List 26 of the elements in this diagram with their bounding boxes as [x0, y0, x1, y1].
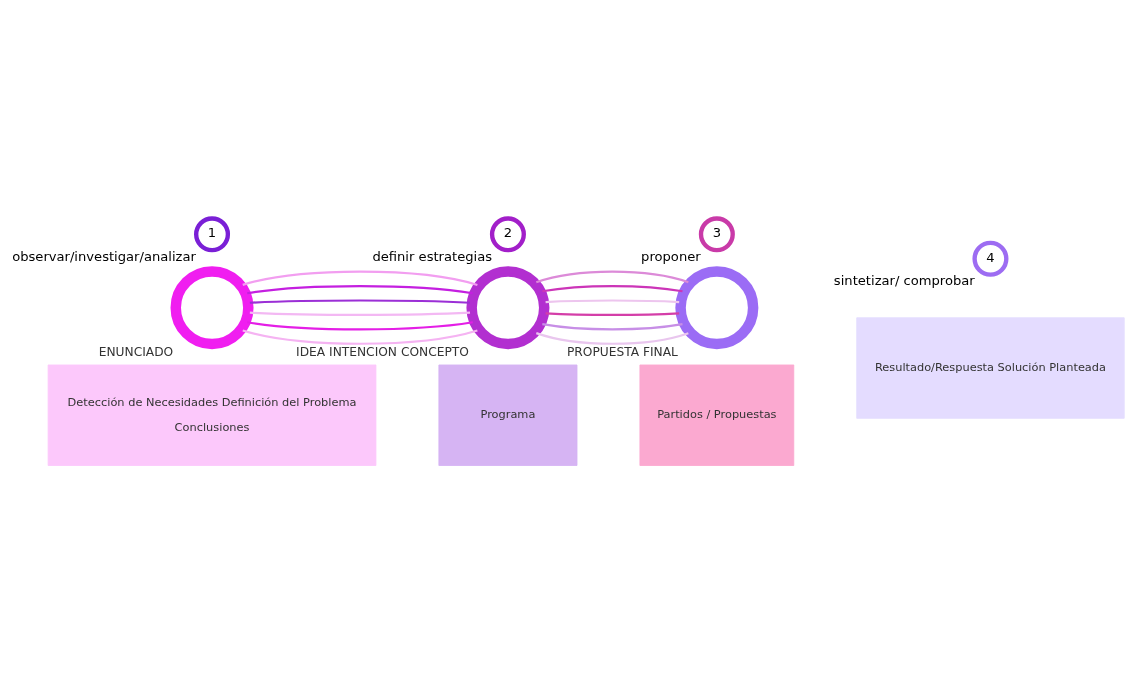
- connector: [545, 298, 680, 303]
- node-label: PROPUESTA FINAL: [566, 344, 678, 359]
- connector: [536, 270, 689, 283]
- node-label: proponer: [641, 248, 701, 264]
- node-box: Detección de Necesidades Definición del Problema Conclusiones: [47, 364, 377, 466]
- connector: [249, 298, 471, 304]
- node-box: Programa: [438, 364, 578, 466]
- node-circle: 3: [698, 215, 735, 252]
- connector: [247, 284, 473, 294]
- connector: [247, 320, 473, 330]
- node-box: Partidos / Propuestas: [639, 364, 795, 466]
- connector: [545, 311, 680, 316]
- connector: [249, 311, 471, 316]
- node-circle: 4: [972, 240, 1009, 277]
- connector: [542, 284, 683, 292]
- node-circle: 1: [194, 215, 231, 252]
- node-circle: 2: [489, 215, 526, 252]
- connector: [242, 328, 478, 345]
- connector: [536, 331, 689, 345]
- connector: [242, 270, 478, 286]
- node-label: observar/investigar/analizar: [12, 248, 196, 264]
- node-label: sintetizar/ comprobar: [833, 272, 975, 288]
- node-box: Resultado/Respuesta Solución Planteada: [856, 316, 1125, 419]
- connector: [542, 322, 683, 330]
- node-label: IDEA INTENCION CONCEPTO: [296, 344, 469, 359]
- node-label: ENUNCIADO: [98, 344, 174, 359]
